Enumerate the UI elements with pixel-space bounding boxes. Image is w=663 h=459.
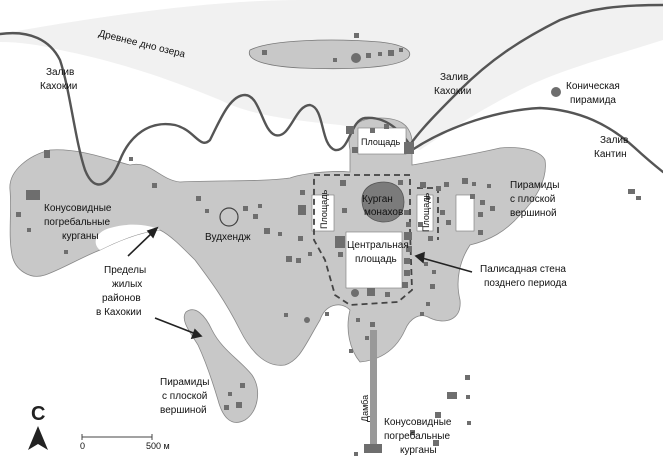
label-conical-burial-bottom-1: Конусовидные <box>384 417 452 428</box>
label-conical-burial-left-3: курганы <box>62 231 99 242</box>
label-residential-limits-3: районов <box>102 293 141 304</box>
scale-zero: 0 <box>80 441 85 451</box>
label-residential-limits-2: жилых <box>112 279 142 290</box>
label-conical-burial-bottom-2: погребальные <box>384 430 450 442</box>
label-canteen-creek-1: Залив <box>600 135 628 146</box>
label-conical-burial-left-1: Конусовидные <box>44 203 112 214</box>
lake-island <box>248 39 411 70</box>
causeway <box>370 330 377 452</box>
label-canteen-creek-2: Кантин <box>594 149 627 160</box>
label-plaza-east: Площадь <box>421 193 431 232</box>
label-causeway: Дамба <box>360 395 370 422</box>
label-cahokia-creek-left-1: Залив <box>46 67 74 78</box>
mound-markers <box>16 33 641 456</box>
label-platform-pyramids-bottom-2: с плоской <box>162 391 207 402</box>
label-palisade-2: позднего периода <box>484 278 567 289</box>
label-grand-plaza-2: площадь <box>355 254 397 265</box>
label-cahokia-creek-right-1: Залив <box>440 72 468 83</box>
label-palisade-1: Палисадная стена <box>480 264 566 275</box>
annotation-arrows <box>127 226 473 340</box>
scale-end: 500 м <box>146 441 170 451</box>
cahokia-creek <box>0 3 663 186</box>
southern-lobe <box>183 309 259 423</box>
label-cahokia-creek-right-2: Кахокии <box>434 86 471 97</box>
label-grand-plaza-1: Центральная <box>347 240 409 251</box>
north-letter: С <box>31 403 45 425</box>
ancient-lake-bed-area <box>0 0 663 150</box>
label-woodhenge: Вудхендж <box>205 232 251 243</box>
monks-mound <box>361 181 405 223</box>
grand-plaza <box>345 231 403 289</box>
conical-pyramid-marker <box>551 87 561 97</box>
label-platform-pyramids-right-3: вершиной <box>510 208 557 219</box>
label-plaza-west: Площадь <box>319 190 329 229</box>
woodhenge-ring <box>219 207 239 227</box>
label-residential-limits-1: Пределы <box>104 265 146 276</box>
label-cahokia-creek-left-2: Кахокии <box>40 81 77 92</box>
plaza-north <box>357 127 407 155</box>
label-residential-limits-4: в Кахокии <box>96 307 141 318</box>
label-monks-mound-2: монахов <box>364 207 403 218</box>
label-conical-burial-bottom-3: курганы <box>400 445 437 456</box>
palisade-wall <box>313 174 413 306</box>
label-platform-pyramids-right-1: Пирамиды <box>510 180 559 191</box>
plaza-west <box>311 194 335 232</box>
label-platform-pyramids-bottom-3: вершиной <box>160 405 207 416</box>
label-plaza-north: Площадь <box>361 137 400 147</box>
label-conical-pyramid-2: пирамида <box>570 95 616 106</box>
plaza-east-2 <box>455 194 475 232</box>
residential-area-main <box>9 117 546 366</box>
north-arrow-icon: С <box>28 403 48 450</box>
canteen-creek <box>410 106 663 174</box>
bay-cutout <box>95 224 160 250</box>
label-conical-burial-left-2: погребальные <box>44 216 110 228</box>
label-platform-pyramids-bottom-1: Пирамиды <box>160 377 209 388</box>
label-platform-pyramids-right-2: с плоской <box>510 194 555 205</box>
scale-bar-icon: 0 500 м <box>80 434 170 451</box>
label-conical-pyramid-1: Коническая <box>566 81 620 92</box>
label-monks-mound-1: Курган <box>362 194 393 205</box>
